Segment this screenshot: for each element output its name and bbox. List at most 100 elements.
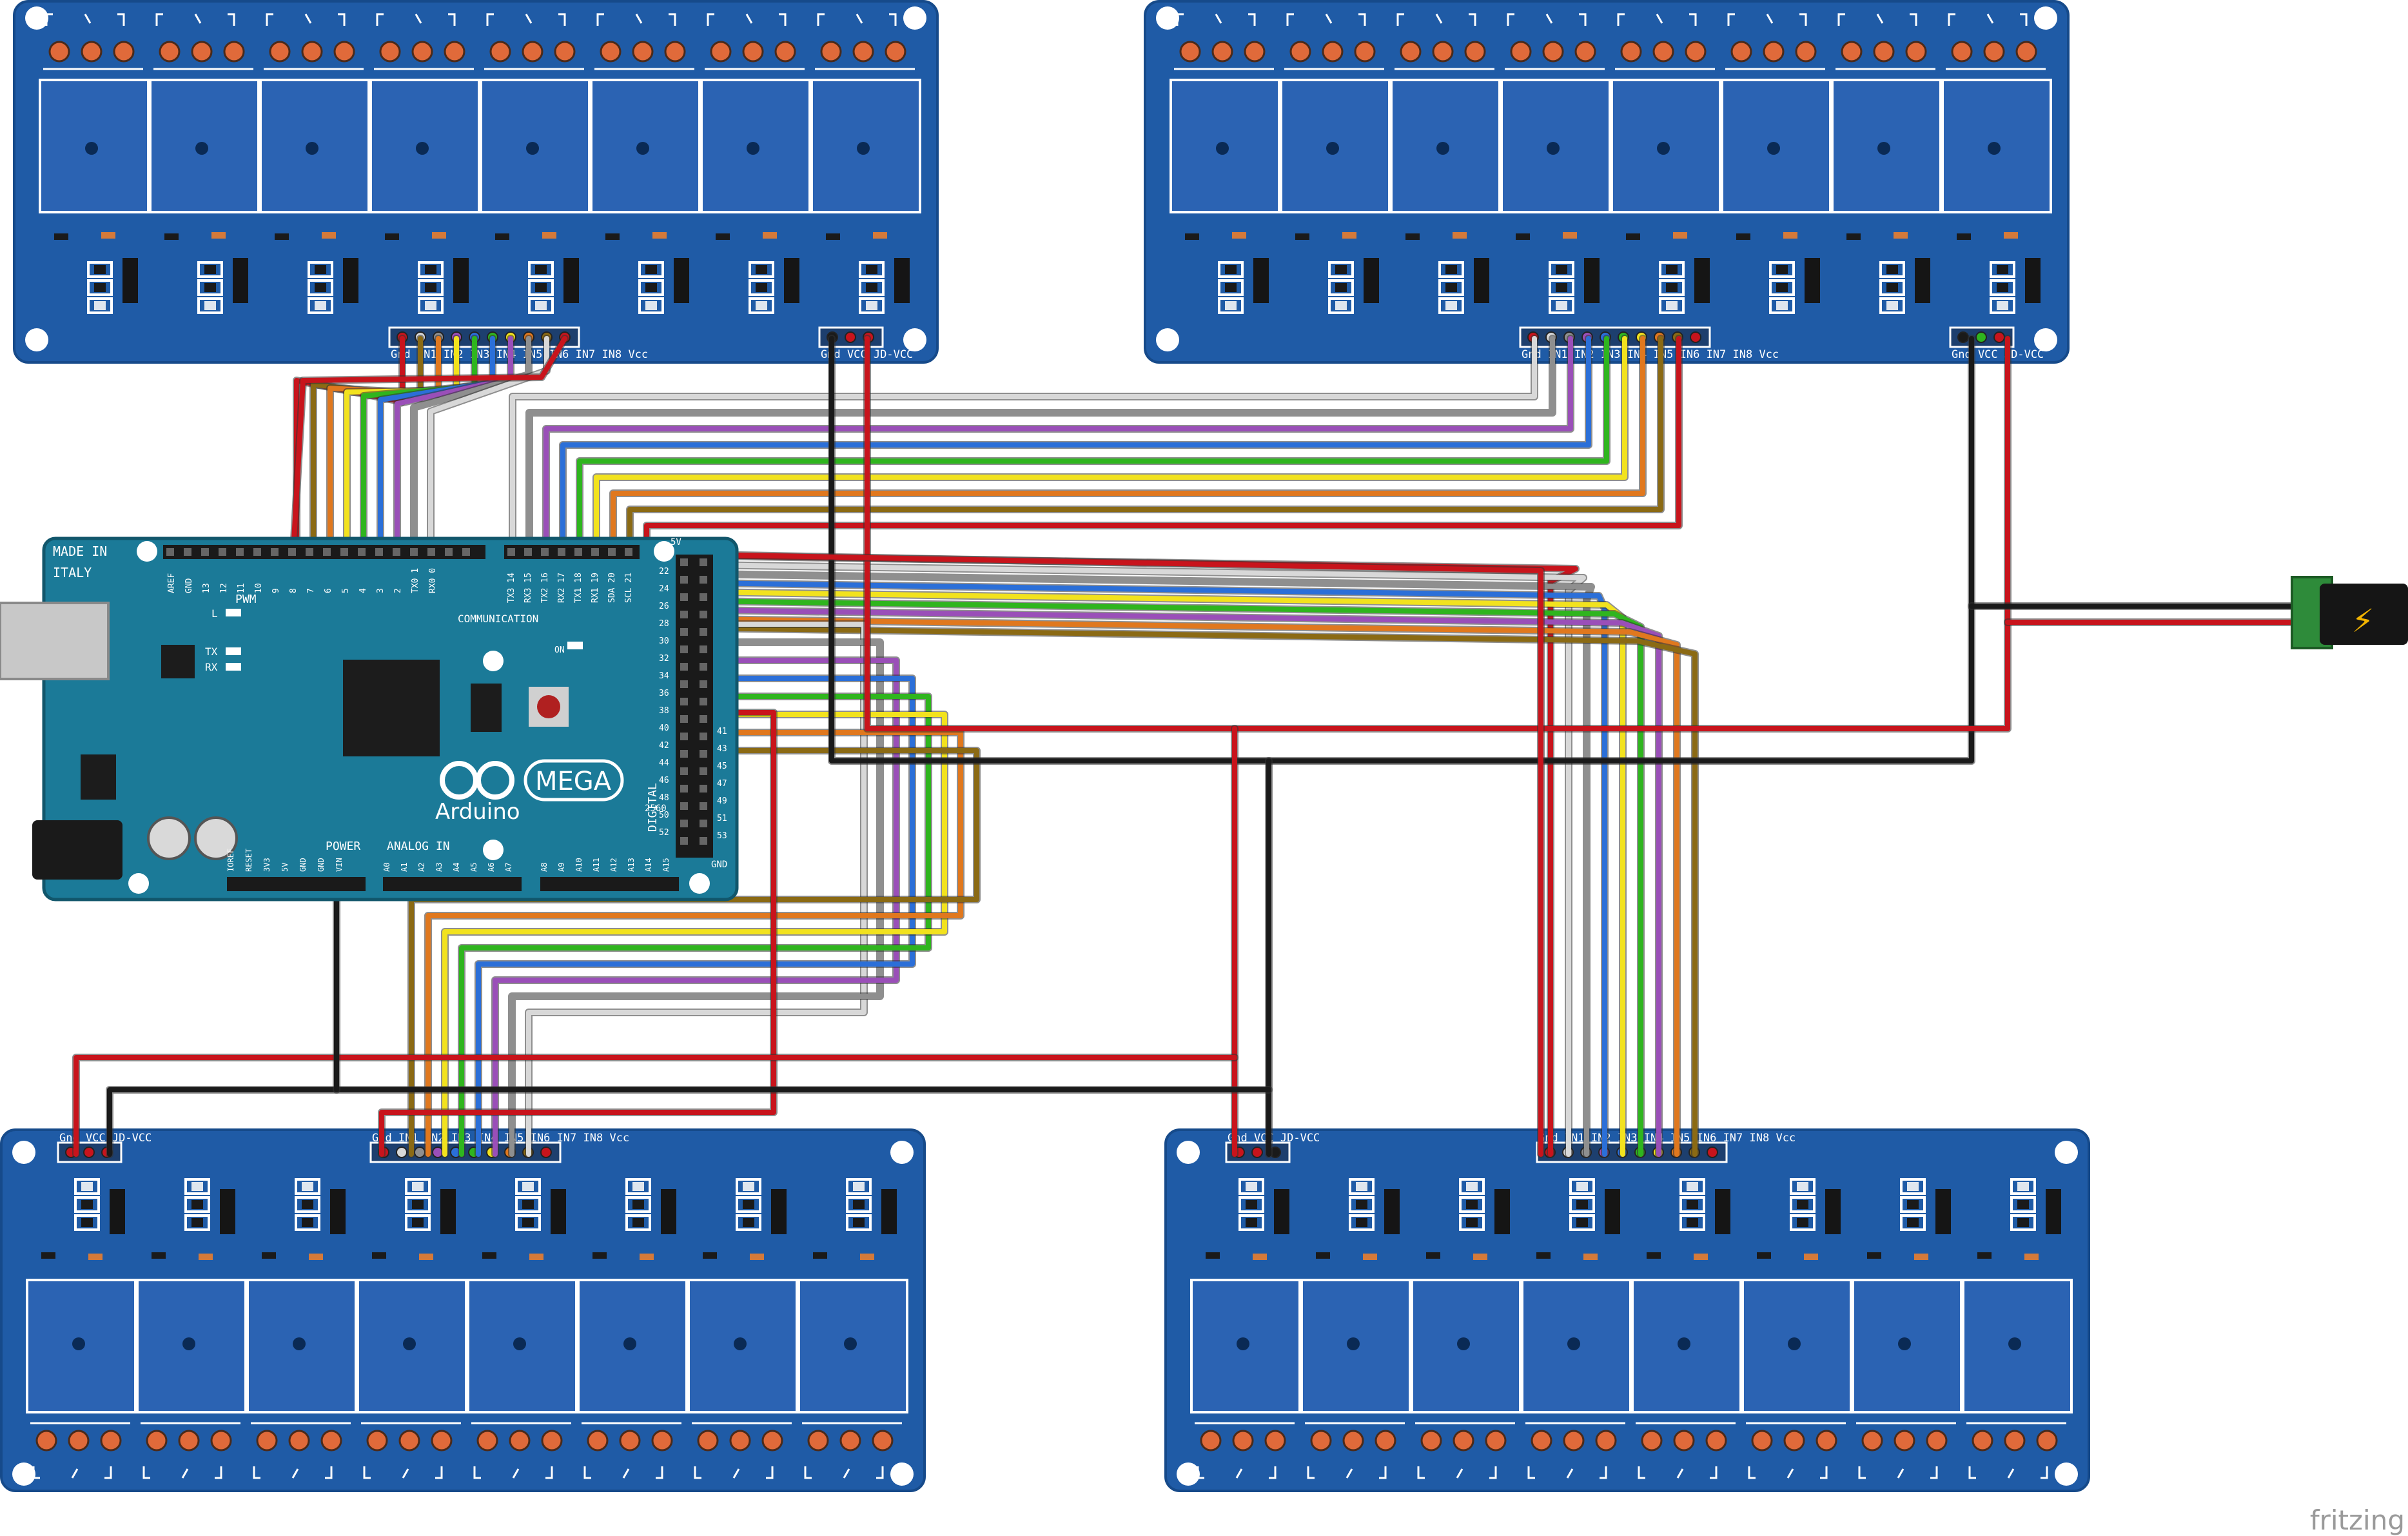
reset-button-cap xyxy=(537,695,560,718)
optocoupler xyxy=(453,258,469,303)
component xyxy=(743,1218,754,1227)
screw-terminal xyxy=(1375,1430,1396,1452)
relay-dot xyxy=(1326,142,1339,155)
screw-terminal xyxy=(398,1430,420,1452)
pin-label: A8 xyxy=(540,863,549,872)
component xyxy=(425,283,436,292)
mount-hole xyxy=(483,651,504,671)
component-outline xyxy=(638,297,664,314)
component-outline xyxy=(749,261,774,278)
relay-dot xyxy=(293,1337,306,1350)
component-outline xyxy=(1769,297,1795,314)
header-pin xyxy=(410,548,418,556)
resistor xyxy=(1342,232,1356,239)
mount-hole xyxy=(2034,328,2057,351)
relay-dot xyxy=(1657,142,1670,155)
component xyxy=(2017,1182,2029,1191)
component xyxy=(1997,283,2008,292)
relay-board-bottom-right xyxy=(1164,1128,2090,1492)
resistor xyxy=(763,232,777,239)
component-outline xyxy=(418,279,444,296)
component-outline xyxy=(295,1196,320,1213)
transistor xyxy=(164,233,179,240)
component-outline xyxy=(1990,297,2015,314)
transistor xyxy=(813,1252,827,1259)
mount-hole xyxy=(2034,6,2057,30)
transistor xyxy=(1736,233,1750,240)
screw-terminal xyxy=(820,41,842,63)
terminal-mark xyxy=(1837,13,1917,26)
header-pin xyxy=(323,548,331,556)
component xyxy=(522,1200,534,1209)
header-pin xyxy=(680,576,688,584)
screw-terminal xyxy=(1453,1430,1474,1452)
component xyxy=(853,1218,865,1227)
component xyxy=(1776,301,1788,310)
wire-vcc-bottom-left xyxy=(73,1055,1237,1157)
component-outline xyxy=(74,1214,100,1231)
pin-label: GND xyxy=(317,858,326,872)
header-pin xyxy=(1707,1147,1718,1158)
mount-hole xyxy=(2055,1462,2078,1486)
pin-label: AREF xyxy=(167,573,177,593)
pin-label: 8 xyxy=(289,588,299,593)
pin-label: A13 xyxy=(627,858,636,872)
relay-body xyxy=(1831,79,1942,213)
component xyxy=(1246,1200,1257,1209)
arduino-mega: MADE INITALYArduinoMEGA2560PWMCOMMUNICAT… xyxy=(0,537,739,901)
terminal-mark xyxy=(1197,1466,1277,1479)
header-pin xyxy=(184,548,191,556)
optocoupler xyxy=(233,258,248,303)
transistor xyxy=(1846,233,1861,240)
component xyxy=(866,265,877,274)
header-pin xyxy=(306,548,313,556)
component-outline xyxy=(1218,279,1244,296)
pin-label: 4 xyxy=(358,588,368,593)
header-pin xyxy=(574,548,582,556)
relay-dot xyxy=(734,1337,747,1350)
header-pin xyxy=(680,611,688,618)
screw-terminal xyxy=(1179,41,1201,63)
led-l-label: L xyxy=(211,607,218,620)
wire-top-right-in0 xyxy=(510,336,1537,554)
terminal-mark xyxy=(1176,13,1256,26)
screw-terminal xyxy=(1510,41,1532,63)
pin-label: 49 xyxy=(717,796,727,806)
component xyxy=(756,265,767,274)
header-pin xyxy=(680,593,688,601)
component xyxy=(302,1200,313,1209)
screw-terminal xyxy=(1972,1430,1993,1452)
component xyxy=(853,1200,865,1209)
wire-bottom-right-in6 xyxy=(699,607,1661,1157)
component-outline xyxy=(638,279,664,296)
screw-terminal xyxy=(379,41,401,63)
component xyxy=(1797,1200,1808,1209)
component xyxy=(191,1218,203,1227)
component-outline xyxy=(1459,1196,1485,1213)
header-pin xyxy=(1957,331,1969,343)
component-outline xyxy=(1769,261,1795,278)
component xyxy=(412,1200,424,1209)
pin-label: RX0 0 xyxy=(428,568,438,593)
screw-terminal xyxy=(2015,41,2037,63)
header-pin xyxy=(700,750,707,758)
component-outline xyxy=(1349,1178,1375,1195)
header-pin xyxy=(236,548,244,556)
relay-board-top-right xyxy=(1144,0,2070,364)
terminal-mark xyxy=(1638,1466,1718,1479)
wire-gnd-bottom-left xyxy=(107,1087,1271,1157)
transistor xyxy=(495,233,509,240)
transistor xyxy=(41,1252,55,1259)
pin-label: 36 xyxy=(659,689,669,698)
component xyxy=(1576,1200,1588,1209)
header-pin xyxy=(680,558,688,566)
terminal-mark xyxy=(155,13,235,26)
component-outline xyxy=(308,261,333,278)
wire-top-right-in1 xyxy=(527,336,1555,554)
component-outline xyxy=(515,1214,541,1231)
terminal-mark xyxy=(707,13,787,26)
component-outline xyxy=(1900,1214,1926,1231)
header-pin xyxy=(700,645,707,653)
pin-label: 10 xyxy=(254,583,264,593)
header-pin xyxy=(680,645,688,653)
